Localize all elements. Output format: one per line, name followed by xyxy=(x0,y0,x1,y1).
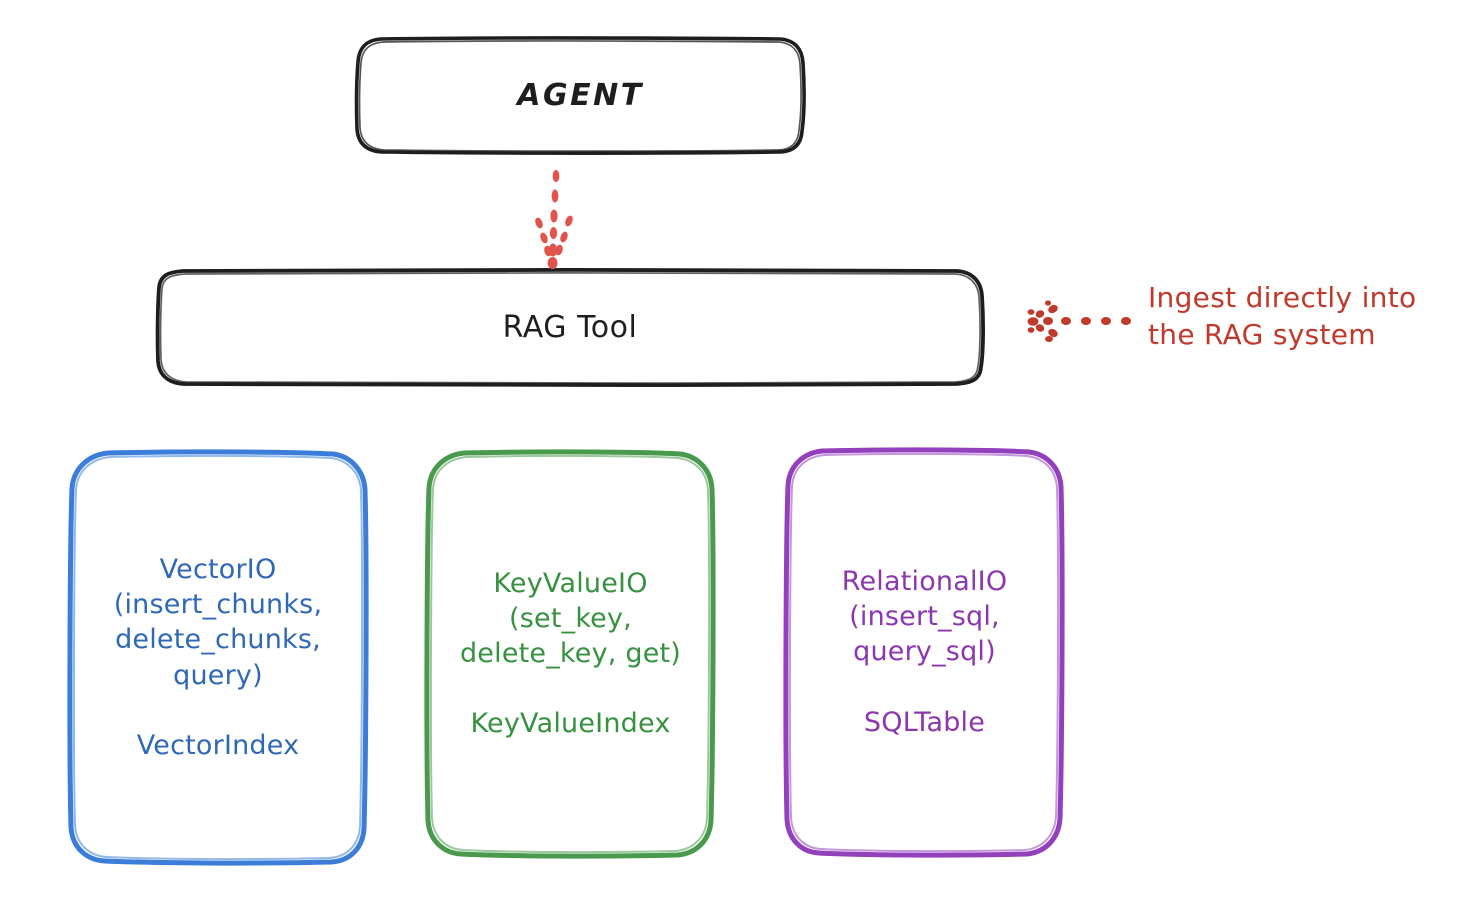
ingest-annotation-text: Ingest directly into the RAG system xyxy=(1148,281,1417,351)
agent-node-label: AGENT xyxy=(517,78,644,113)
rag-tool-node-label: RAG Tool xyxy=(502,309,638,345)
rag-tool-node[interactable]: RAG Tool xyxy=(157,270,983,384)
vectorio-node[interactable]: VectorIO (insert_chunks, delete_chunks, … xyxy=(70,452,366,863)
agent-to-rag-tool-arrow xyxy=(535,170,573,269)
vectorio-node-label: VectorIO (insert_chunks, delete_chunks, … xyxy=(113,554,323,761)
agent-node[interactable]: AGENT xyxy=(357,38,804,153)
keyvalueio-node[interactable]: KeyValueIO (set_key, delete_key, get) Ke… xyxy=(428,452,713,855)
relationalio-box-outline[interactable] xyxy=(783,447,1065,858)
vectorio-box-outline[interactable] xyxy=(67,449,369,866)
agent-box-outline[interactable] xyxy=(354,36,806,155)
ingest-annotation-arrow xyxy=(1027,300,1131,342)
relationalio-node-label: RelationalIO (insert_sql, query_sql) SQL… xyxy=(841,566,1008,738)
keyvalueio-node-label: KeyValueIO (set_key, delete_key, get) Ke… xyxy=(459,567,682,740)
rag-tool-box-outline[interactable] xyxy=(155,267,985,388)
keyvalueio-box-outline[interactable] xyxy=(424,449,716,859)
relationalio-node[interactable]: RelationalIO (insert_sql, query_sql) SQL… xyxy=(787,450,1062,854)
